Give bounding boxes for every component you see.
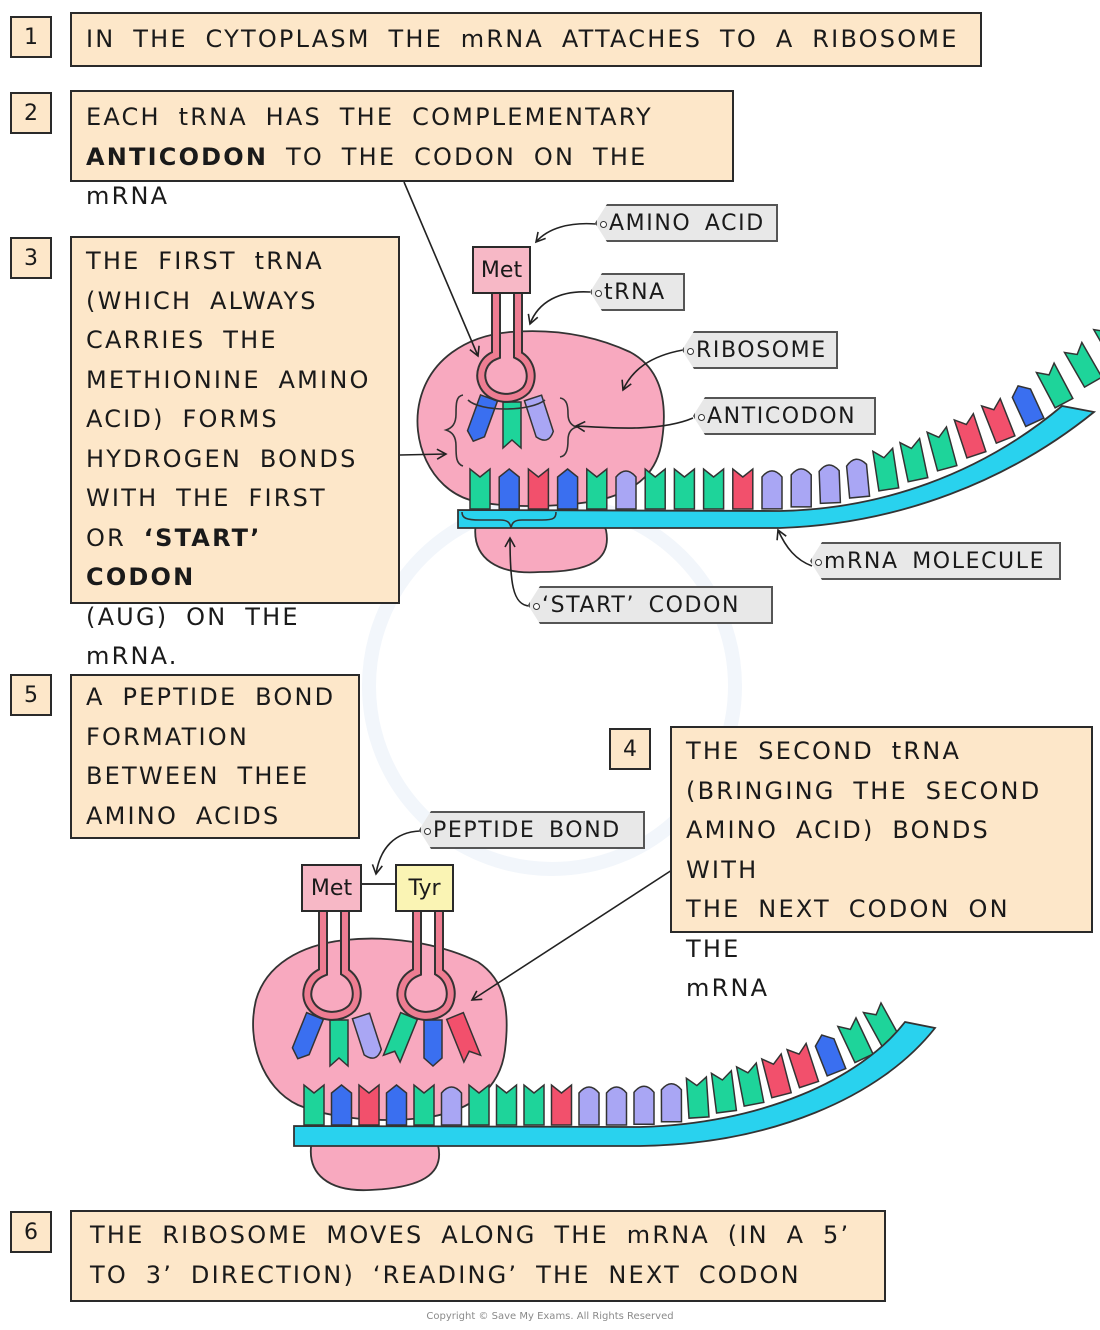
trna-anticodons-bottom <box>291 1011 482 1068</box>
nucleotide-base <box>980 396 1016 445</box>
nucleotide-base <box>527 467 550 510</box>
amino-acid-met-bottom: Met <box>301 864 362 912</box>
nucleotide-base <box>329 1019 349 1068</box>
nucleotide-base <box>644 467 666 510</box>
trna-top <box>467 294 546 410</box>
step-4-number: 4 <box>609 728 651 770</box>
nucleotide-base <box>818 464 842 505</box>
nucleotide-base <box>836 1016 875 1064</box>
pointer-ribosome <box>621 349 684 392</box>
nucleotide-base <box>495 1083 518 1126</box>
amino-acid-tyr-bottom: Tyr <box>395 864 454 912</box>
nucleotide-base <box>303 1083 325 1126</box>
nucleotide-base <box>871 446 900 492</box>
nucleotide-base <box>785 1041 820 1089</box>
nucleotide-base <box>702 467 725 510</box>
nucleotide-base <box>330 1084 353 1126</box>
nucleotide-base <box>761 470 783 510</box>
label-anticodon: ANTICODON <box>693 397 876 435</box>
nucleotide-base <box>413 1083 435 1126</box>
nucleotide-base <box>358 1083 380 1126</box>
nucleotide-base <box>605 1086 628 1126</box>
nucleotide-base <box>925 425 958 472</box>
step-3-text: THE FIRST tRNA (WHICH ALWAYS CARRIES THE… <box>70 236 400 670</box>
nucleotide-base <box>953 411 987 459</box>
label-peptide-bond: PEPTIDE BOND <box>419 811 645 849</box>
nucleotide-base <box>498 468 520 510</box>
nucleotide-base <box>578 1086 600 1126</box>
nucleotide-base <box>423 1019 443 1068</box>
nucleotide-base <box>845 458 871 499</box>
mrna-strand-top <box>457 405 1097 529</box>
pointer-anticodon <box>574 417 694 433</box>
nucleotide-base <box>1092 317 1100 366</box>
step-2-number: 2 <box>10 92 52 134</box>
pointer-trna <box>527 291 591 326</box>
nucleotide-base <box>685 1075 710 1119</box>
label-ribosome: RIBOSOME <box>682 331 838 369</box>
pointer-start-codon <box>504 536 531 607</box>
nucleotide-base <box>556 468 579 510</box>
nucleotide-base <box>673 467 696 510</box>
step-1-number: 1 <box>10 16 52 58</box>
nucleotide-base <box>615 470 637 510</box>
nucleotide-base <box>440 1086 463 1126</box>
nucleotide-base <box>898 436 929 483</box>
nucleotide-base <box>586 467 608 510</box>
amino-acid-met-top: Met <box>472 246 531 294</box>
label-mrna-molecule: mRNA MOLECULE <box>810 542 1061 580</box>
mrna-codons-top <box>469 317 1100 510</box>
step-5-text: A PEPTIDE BOND FORMATION BETWEEN THEE AM… <box>70 674 360 839</box>
nucleotide-base <box>760 1052 793 1099</box>
copyright-text: Copyright © Save My Exams. All Rights Re… <box>426 1311 674 1322</box>
pointer-step4 <box>470 869 673 1001</box>
trna-met-bottom <box>302 912 362 1021</box>
nucleotide-base <box>1063 340 1100 389</box>
nucleotide-base <box>660 1082 683 1123</box>
nucleotide-base <box>550 1083 573 1126</box>
step-1-text: IN THE CYTOPLASM THE mRNA ATTACHES TO A … <box>70 12 982 67</box>
nucleotide-base <box>523 1083 545 1126</box>
pointer-amino-acid <box>534 222 597 244</box>
nucleotide-base <box>710 1069 738 1114</box>
nucleotide-base <box>814 1034 847 1077</box>
label-amino-acid: AMINO ACID <box>595 204 778 242</box>
pointer-mrna-molecule <box>776 528 813 567</box>
nucleotide-base <box>1035 361 1074 409</box>
trna-tyr-bottom <box>396 912 456 1021</box>
step-5-number: 5 <box>10 674 52 716</box>
pointer-step2-anticodon <box>403 181 480 358</box>
step-6-number: 6 <box>10 1211 52 1253</box>
pointer-peptide-bond <box>371 830 421 876</box>
nucleotide-base <box>469 467 491 510</box>
step-6-text: THE RIBOSOME MOVES ALONG THE mRNA (IN A … <box>70 1210 886 1302</box>
nucleotide-base <box>1011 385 1045 428</box>
nucleotide-base <box>502 401 522 450</box>
label-trna: tRNA <box>590 273 685 311</box>
nucleotide-base <box>468 1083 490 1126</box>
nucleotide-base <box>633 1085 655 1126</box>
nucleotide-base <box>445 1011 482 1064</box>
nucleotide-base <box>385 1084 408 1126</box>
nucleotide-base <box>732 467 754 510</box>
nucleotide-base <box>790 468 812 508</box>
pointer-step3 <box>399 448 448 460</box>
step-4-text: THE SECOND tRNA (BRINGING THE SECOND AMI… <box>670 726 1093 1002</box>
step-3-number: 3 <box>10 237 52 279</box>
step-2-text: EACH tRNA HAS THE COMPLEMENTARY ANTICODO… <box>70 90 734 210</box>
nucleotide-base <box>735 1061 765 1108</box>
start-codon-brace <box>461 511 557 529</box>
label-start-codon: ‘START’ CODON <box>528 586 773 624</box>
mrna-strand-bottom <box>293 1021 937 1147</box>
mrna-codons-bottom <box>303 1001 902 1126</box>
nucleotide-base <box>351 1012 383 1059</box>
